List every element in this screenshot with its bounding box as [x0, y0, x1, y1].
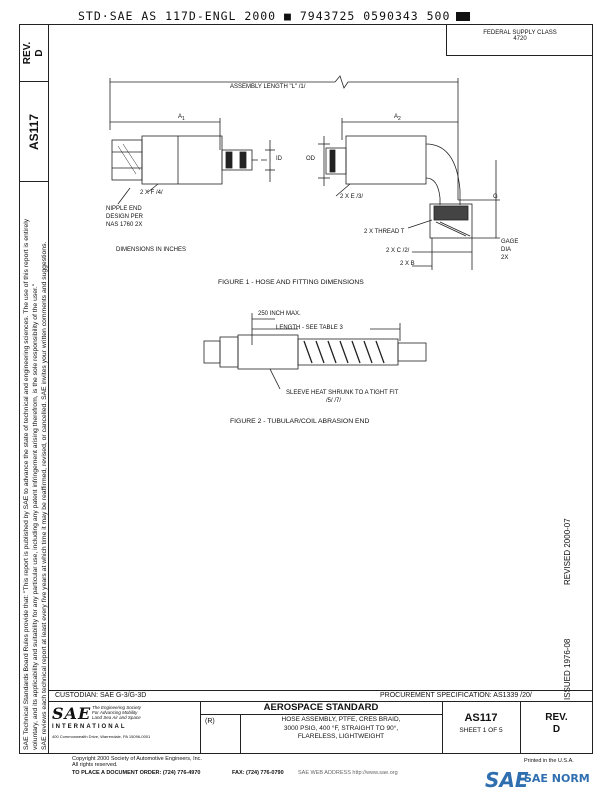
rev-label: REV. [22, 41, 33, 64]
figure1-drawing [109, 75, 500, 270]
document-title: HOSE ASSEMBLY, PTFE, CRES BRAID, 3000 PS… [281, 716, 401, 740]
left-column [19, 24, 49, 754]
title-rev: REV. D [545, 712, 568, 735]
document-header-code: STD·SAE AS 117D-ENGL 2000 ■ 7943725 0590… [78, 9, 471, 23]
title-doc-number: AS117 [464, 712, 498, 724]
custodian: CUSTODIAN: SAE G-3/G-3D [55, 692, 147, 699]
doc-number-box: AS117 [19, 82, 49, 182]
sae-international: INTERNATIONAL [52, 724, 127, 730]
fax-number: FAX: (724) 776-0790 [232, 770, 284, 776]
doc-number: AS117 [27, 113, 41, 150]
two-x-b-label: 2 X B [400, 261, 415, 267]
federal-supply-class: FEDERAL SUPPLY CLASS 4720 [446, 24, 593, 56]
nipple-end-label: NIPPLE END DESIGN PER NAS 1760 2X [106, 206, 144, 228]
id-label: ID [276, 156, 282, 162]
max-length-label: 250 INCH MAX. [258, 311, 301, 317]
sae-address: 400 Commonwealth Drive, Warrendale, PA 1… [52, 734, 151, 739]
copyright: Copyright 2000 Society of Automotive Eng… [72, 756, 202, 768]
two-x-c-label: 2 X C /2/ [386, 248, 410, 254]
two-x-e-label: 2 X E /3/ [340, 194, 364, 200]
two-x-f-label: 2 X F /4/ [140, 190, 163, 196]
header-block-mark [456, 12, 471, 21]
sae-tagline: The Engineering Society For Advancing Mo… [92, 705, 142, 720]
assembly-length-label: ASSEMBLY LENGTH "L" /1/ [230, 84, 306, 90]
registered-mark: (R) [205, 718, 215, 725]
sleeve-label: SLEEVE HEAT SHRUNK TO A TIGHT FIT /5/ /7… [286, 390, 399, 404]
a2-label: A2 [394, 114, 401, 123]
order-phone: TO PLACE A DOCUMENT ORDER: (724) 776-497… [72, 770, 201, 776]
figure2-drawing [203, 313, 427, 390]
sae-norm-text: SAE NORM [524, 772, 590, 785]
sheet-number: SHEET 1 OF 5 [459, 727, 503, 734]
rev-value: D [34, 48, 45, 57]
procurement-spec: PROCUREMENT SPECIFICATION: AS1339 /20/ [380, 692, 532, 699]
figure1-caption: FIGURE 1 - HOSE AND FITTING DIMENSIONS [218, 279, 364, 286]
printed-in: Printed in the U.S.A. [524, 758, 574, 764]
rev-box: REV. D [19, 24, 49, 82]
revised-date: REVISED 2000-07 [563, 518, 572, 585]
sae-norm-logo: SAE [485, 768, 529, 792]
disclaimer-text: SAE Technical Standards Board Rules prov… [23, 218, 48, 750]
aerospace-standard: AEROSPACE STANDARD [263, 702, 379, 713]
a1-label: A1 [178, 114, 185, 123]
web-address: SAE WEB ADDRESS http://www.sae.org [298, 770, 398, 776]
sae-logo: SAE [52, 704, 92, 723]
page-frame [19, 24, 593, 754]
gage-dia-label: GAGE DIA 2X [501, 239, 519, 261]
length-label: LENGTH - SEE TABLE 3 [276, 325, 343, 331]
g-label: G [493, 194, 498, 200]
od-label: OD [306, 156, 315, 162]
dimensions-note: DIMENSIONS IN INCHES [116, 247, 187, 253]
figure2-caption: FIGURE 2 - TUBULAR/COIL ABRASION END [230, 418, 370, 425]
thread-label: 2 X THREAD T [364, 229, 405, 235]
